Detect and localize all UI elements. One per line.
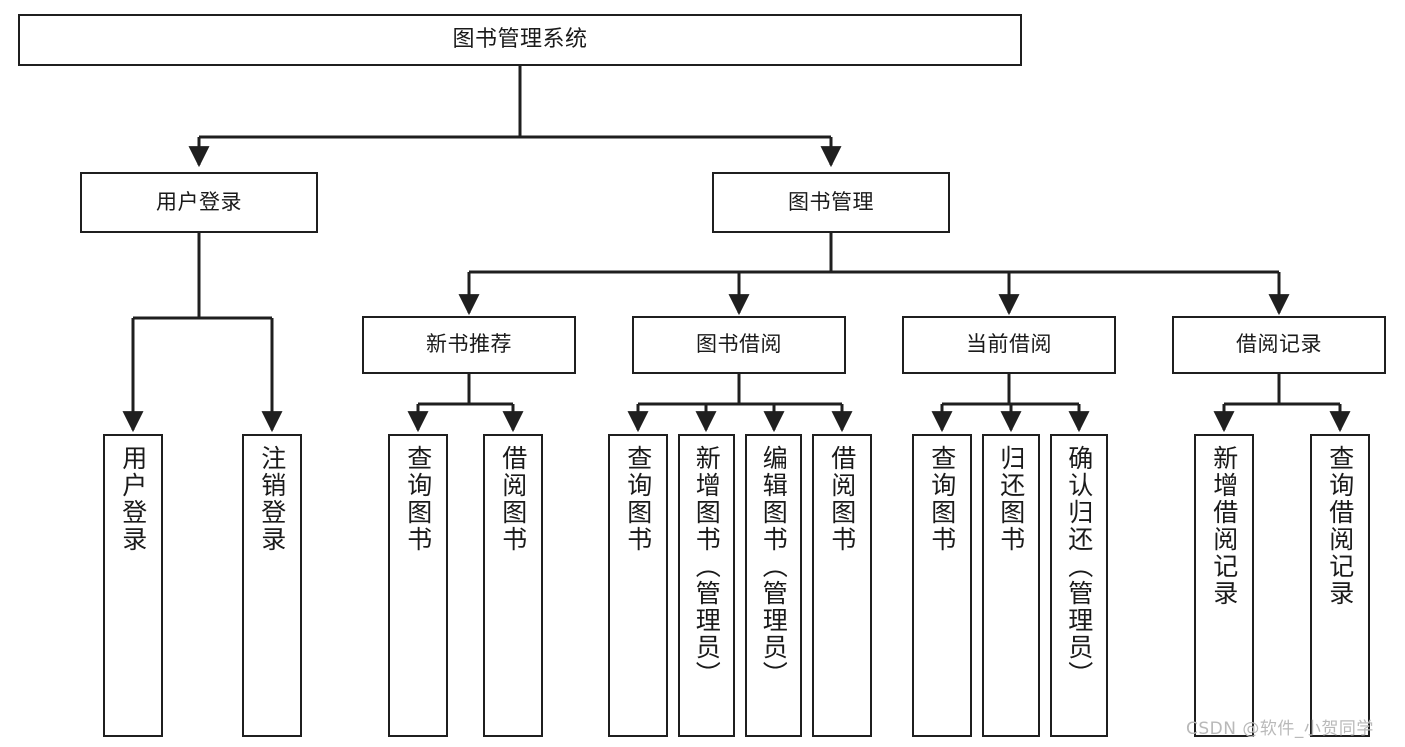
- node-book-manage[interactable]: 图书管理: [712, 172, 950, 233]
- node-leaf-borrow-edit-label: 编辑图书（管理员）: [759, 445, 789, 688]
- node-leaf-user-logout[interactable]: 注销登录: [242, 434, 302, 737]
- node-new-book-rec[interactable]: 新书推荐: [362, 316, 576, 374]
- node-root-label: 图书管理系统: [452, 26, 588, 52]
- node-leaf-borrow-add[interactable]: 新增图书（管理员）: [678, 434, 735, 737]
- node-leaf-cur-return-label: 归还图书: [996, 445, 1026, 553]
- node-user-login[interactable]: 用户登录: [80, 172, 318, 233]
- node-leaf-cur-query[interactable]: 查询图书: [912, 434, 972, 737]
- node-leaf-cur-confirm-label: 确认归还（管理员）: [1064, 445, 1094, 688]
- node-leaf-rec-query-label: 查询图书: [403, 445, 433, 553]
- node-leaf-borrow-lend[interactable]: 借阅图书: [812, 434, 872, 737]
- node-leaf-rec-add[interactable]: 新增借阅记录: [1194, 434, 1254, 737]
- node-leaf-rec-add-label: 新增借阅记录: [1209, 445, 1239, 607]
- node-current-borrow-label: 当前借阅: [966, 332, 1052, 357]
- node-root[interactable]: 图书管理系统: [18, 14, 1022, 66]
- node-book-borrow[interactable]: 图书借阅: [632, 316, 846, 374]
- node-leaf-borrow-query[interactable]: 查询图书: [608, 434, 668, 737]
- node-user-login-label: 用户登录: [156, 189, 242, 214]
- csdn-watermark: CSDN @软件_小贺同学: [1186, 719, 1374, 739]
- node-leaf-user-login-label: 用户登录: [118, 445, 148, 553]
- node-current-borrow[interactable]: 当前借阅: [902, 316, 1116, 374]
- node-leaf-borrow-add-label: 新增图书（管理员）: [692, 445, 722, 688]
- node-borrow-record-label: 借阅记录: [1236, 332, 1322, 357]
- node-leaf-rec-borrow-label: 借阅图书: [498, 445, 528, 553]
- node-leaf-borrow-query-label: 查询图书: [623, 445, 653, 553]
- node-leaf-cur-query-label: 查询图书: [927, 445, 957, 553]
- node-leaf-borrow-edit[interactable]: 编辑图书（管理员）: [745, 434, 802, 737]
- node-leaf-user-logout-label: 注销登录: [257, 445, 287, 553]
- node-borrow-record[interactable]: 借阅记录: [1172, 316, 1386, 374]
- node-leaf-rec-query2[interactable]: 查询借阅记录: [1310, 434, 1370, 737]
- node-leaf-user-login[interactable]: 用户登录: [103, 434, 163, 737]
- node-new-book-rec-label: 新书推荐: [426, 332, 512, 357]
- node-book-manage-label: 图书管理: [788, 189, 874, 214]
- node-leaf-rec-query[interactable]: 查询图书: [388, 434, 448, 737]
- node-leaf-cur-confirm[interactable]: 确认归还（管理员）: [1050, 434, 1108, 737]
- node-leaf-cur-return[interactable]: 归还图书: [982, 434, 1040, 737]
- node-leaf-rec-borrow[interactable]: 借阅图书: [483, 434, 543, 737]
- node-leaf-rec-query2-label: 查询借阅记录: [1325, 445, 1355, 607]
- node-book-borrow-label: 图书借阅: [696, 332, 782, 357]
- node-leaf-borrow-lend-label: 借阅图书: [827, 445, 857, 553]
